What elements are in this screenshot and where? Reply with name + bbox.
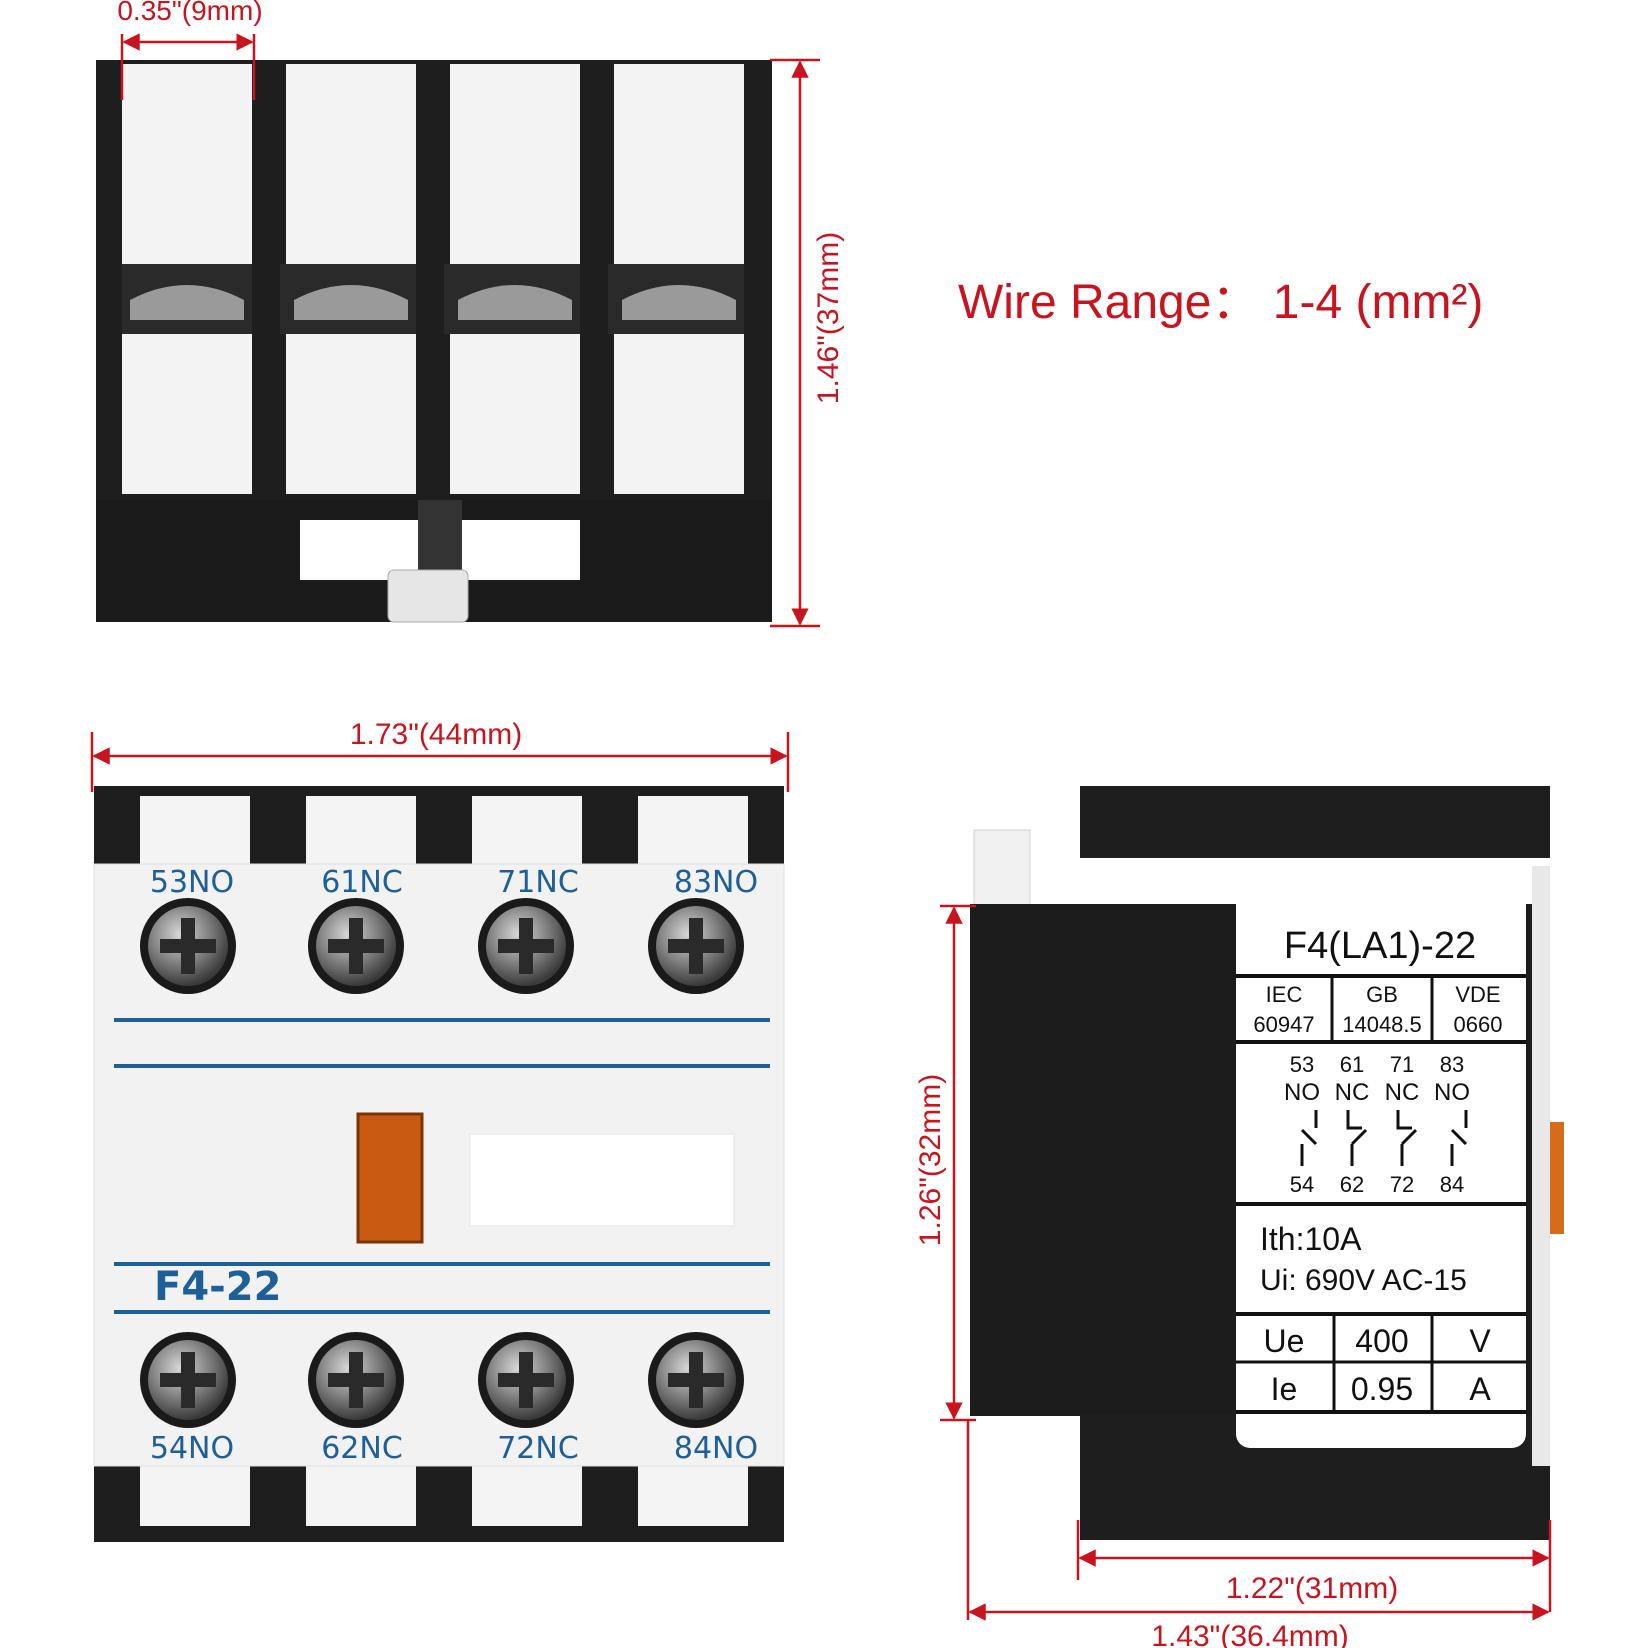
rib-2 (416, 60, 444, 390)
contact-num-bottom-1: 54 (1290, 1172, 1314, 1197)
rating-val-1: 400 (1355, 1323, 1408, 1359)
std-code-2: 14048.5 (1342, 1012, 1422, 1037)
std-name-1: IEC (1266, 982, 1303, 1007)
wire-range-text: Wire Range： 1-4 (mm²) (958, 276, 1483, 329)
front-model-label: F4-22 (154, 1264, 281, 1310)
side-depth-label: 1.22"(31mm) (1226, 1572, 1398, 1605)
spring (418, 500, 462, 570)
marking-window (469, 1133, 735, 1227)
std-code-1: 60947 (1253, 1012, 1314, 1037)
clamp-3 (458, 285, 572, 320)
rating-unit-2: A (1469, 1371, 1491, 1407)
side-total-dimension: 1.43"(36.4mm) (966, 1420, 1550, 1648)
side-depth-dimension: 1.22"(31mm) (1076, 1520, 1552, 1612)
side-total-label: 1.43"(36.4mm) (1151, 1620, 1348, 1648)
screw-icon (478, 1332, 574, 1428)
screw-icon (648, 1332, 744, 1428)
screw-icon (478, 898, 574, 994)
nc-contact-icon (1396, 1110, 1418, 1166)
rib-1 (252, 60, 280, 390)
rating-val-2: 0.95 (1351, 1371, 1413, 1407)
front-view: 53NO 61NC 71NC 83NO F4-22 54NO 62NC 72NC… (93, 786, 785, 1542)
nc-contact-icon (1346, 1110, 1368, 1166)
top-terminal-label-3: 71NC (497, 865, 579, 900)
front-top-ridges (94, 786, 784, 866)
clamp-2 (294, 285, 408, 320)
front-bottom-ridges (94, 1466, 784, 1542)
std-code-3: 0660 (1454, 1012, 1503, 1037)
ith-rating: Ith:10A (1260, 1221, 1362, 1257)
front-width-label: 1.73"(44mm) (350, 718, 522, 751)
top-terminal-label-4: 83NO (674, 865, 758, 900)
top-view (96, 60, 772, 623)
side-height-label: 1.26"(32mm) (914, 1074, 947, 1246)
contact-num-top-4: 83 (1440, 1052, 1464, 1077)
side-height-dimension: 1.26"(32mm) (914, 904, 976, 1422)
rating-label: F4(LA1)-22 IEC 60947 GB 14048.5 VDE 0660… (1236, 888, 1526, 1448)
contact-num-bottom-4: 84 (1440, 1172, 1464, 1197)
contact-type-4: NO (1434, 1079, 1470, 1106)
label-model: F4(LA1)-22 (1284, 925, 1476, 967)
no-contact-icon (1300, 1110, 1318, 1166)
contact-type-3: NC (1385, 1079, 1420, 1106)
bottom-screws (140, 1332, 744, 1428)
contact-num-bottom-3: 72 (1390, 1172, 1414, 1197)
contact-num-top-1: 53 (1290, 1052, 1314, 1077)
std-name-2: GB (1366, 982, 1398, 1007)
ui-rating: Ui: 690V AC-15 (1260, 1264, 1467, 1297)
top-terminal-label-2: 61NC (321, 865, 403, 900)
side-top-block (1080, 786, 1550, 858)
side-orange-tab (1550, 1122, 1564, 1234)
plunger (387, 569, 469, 623)
rib-3 (580, 60, 608, 390)
screw-icon (648, 898, 744, 994)
rating-unit-1: V (1469, 1323, 1491, 1359)
no-contact-icon (1450, 1110, 1468, 1166)
bottom-terminal-label-4: 84NO (674, 1431, 758, 1466)
contact-num-top-2: 61 (1340, 1052, 1364, 1077)
screw-icon (308, 1332, 404, 1428)
contact-num-bottom-2: 62 (1340, 1172, 1364, 1197)
rating-sym-1: Ue (1264, 1323, 1305, 1359)
side-view: F4(LA1)-22 IEC 60947 GB 14048.5 VDE 0660… (970, 786, 1564, 1540)
top-height-dimension: 1.46"(37mm) (770, 58, 845, 628)
indicator-flag (356, 1112, 424, 1244)
rating-sym-2: Ie (1271, 1371, 1298, 1407)
label-panel (1236, 888, 1526, 1448)
contact-type-2: NC (1335, 1079, 1370, 1106)
contact-num-top-3: 71 (1390, 1052, 1414, 1077)
contact-symbols (1300, 1110, 1468, 1166)
clamp-4 (622, 285, 736, 320)
clamp-1 (130, 285, 244, 320)
pitch-dimension: 0.35"(9mm) (117, 0, 263, 100)
top-terminal-label-1: 53NO (150, 865, 234, 900)
contact-type-1: NO (1284, 1079, 1320, 1106)
bottom-terminal-label-1: 54NO (150, 1431, 234, 1466)
screw-icon (140, 898, 236, 994)
bottom-terminal-label-2: 62NC (321, 1431, 403, 1466)
side-tab (973, 829, 1031, 907)
screw-icon (140, 1332, 236, 1428)
side-edge (1532, 866, 1550, 1466)
std-name-3: VDE (1455, 982, 1500, 1007)
front-width-dimension: 1.73"(44mm) (90, 718, 790, 792)
bottom-terminal-label-3: 72NC (497, 1431, 579, 1466)
top-screws (140, 898, 744, 994)
pitch-label: 0.35"(9mm) (117, 0, 262, 26)
screw-icon (308, 898, 404, 994)
top-height-label: 1.46"(37mm) (812, 232, 845, 404)
